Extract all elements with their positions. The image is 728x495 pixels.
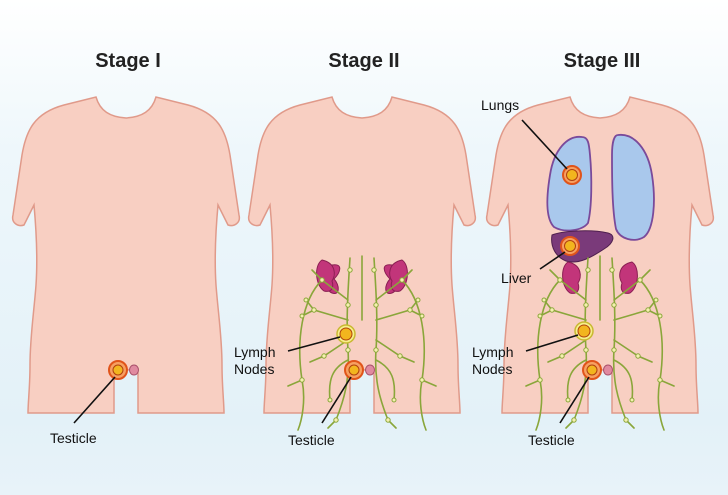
stage-3-title: Stage III [563, 50, 641, 72]
stage-1-figure [11, 96, 241, 424]
stage-3-testicles [582, 360, 613, 380]
stage-3-lymph-leader-line [525, 334, 579, 352]
stage-1-title: Stage I [95, 50, 161, 72]
stage-1-testicle-leader-line [73, 376, 116, 424]
stage-3-lymph-nodes-label: Lymph Nodes [472, 344, 514, 377]
stage-3-testicle-label: Testicle [528, 432, 575, 448]
stage-2-testicles [344, 360, 375, 380]
stage-1-testicles [108, 360, 139, 380]
stage-3-testicle-leader-line [559, 376, 590, 424]
stage-1-testicle-label: Testicle [50, 430, 97, 446]
stage-3-figure [485, 96, 715, 431]
stage-3-liver-leader-line [539, 251, 566, 270]
stage-3-liver-tumor [560, 236, 580, 256]
stage-2-lymph-node-tumor [336, 324, 356, 344]
stage-2-testicle-label: Testicle [288, 432, 335, 448]
stage-2-testicle-leader-line [321, 376, 352, 424]
stage-3-lung-tumor [562, 165, 582, 185]
stage-2-title: Stage II [328, 50, 400, 72]
stage-3-lungs-leader-line [521, 119, 568, 170]
stage-2-lymph-leader-line [287, 336, 341, 352]
stage-3-liver-label: Liver [501, 270, 532, 286]
stage-1-testicle-normal [129, 364, 139, 376]
stage-3-lymph-node-tumor [574, 321, 594, 341]
stage-3-lungs-label: Lungs [481, 97, 520, 113]
stage-2-figure [247, 96, 477, 431]
stage-2-lymph-nodes-label: Lymph Nodes [234, 344, 276, 377]
stage-1-tumor [112, 364, 124, 376]
stage-3-lung-right [611, 134, 655, 241]
